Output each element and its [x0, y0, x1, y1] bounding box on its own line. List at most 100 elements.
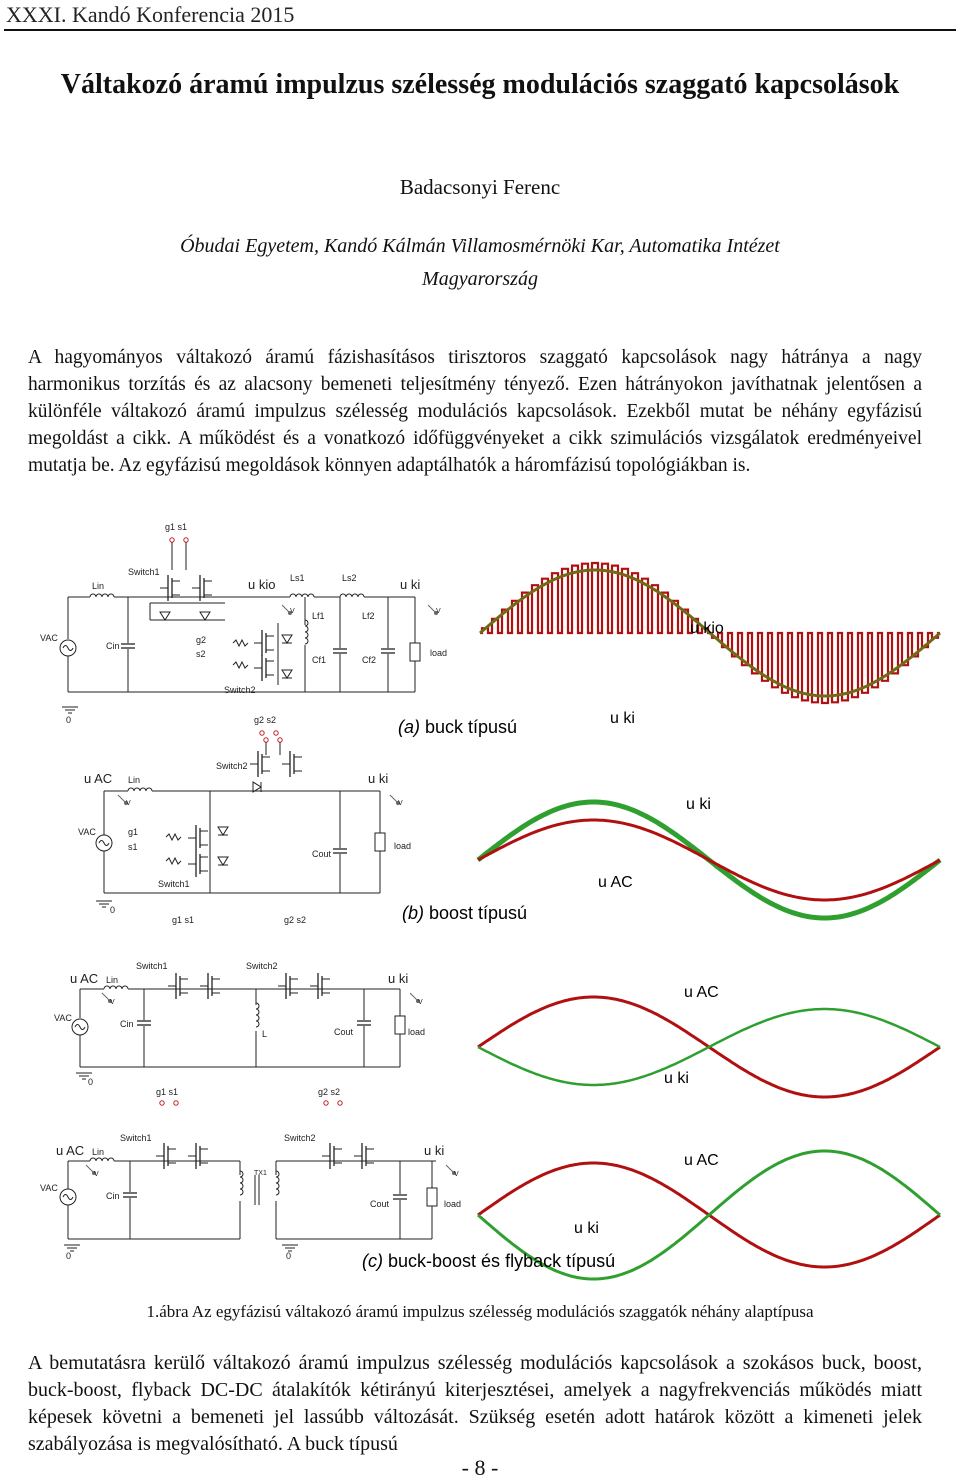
waveform-c1: u AC u ki: [477, 984, 941, 1099]
label-vac-c1: VAC: [54, 1013, 72, 1023]
author: Badacsonyi Ferenc: [399, 175, 561, 199]
label-uac-c2: u AC: [56, 1143, 84, 1158]
circuit-c1: u AC Lin Switch1 Switch2 u ki V V VAC Ci…: [54, 961, 425, 1106]
label-uac-wave-c2: u AC: [684, 1152, 719, 1169]
label-switch1-a: Switch1: [128, 567, 160, 577]
label-v1-b: V: [126, 800, 131, 807]
label-cf1: Cf1: [312, 655, 326, 665]
label-ls2: Ls2: [342, 573, 357, 583]
label-uki-c2: u ki: [424, 1143, 444, 1158]
circuit-b: u AC Lin Switch2 u ki V V VAC g1 s1 Cout…: [78, 737, 411, 925]
caption-c: (c) buck-boost és flyback típusú: [362, 1251, 615, 1271]
waveform-c2: u AC u ki (c) buck-boost és flyback típu…: [362, 1149, 941, 1281]
label-uki-wave-b: u ki: [686, 796, 711, 813]
label-switch1-c2: Switch1: [120, 1133, 152, 1143]
body-text: A bemutatásra kerülő váltakozó áramú imp…: [28, 1352, 922, 1455]
circuit-c2: u AC Lin Switch1 Switch2 u ki V V TX1 VA…: [40, 1133, 461, 1261]
label-switch2-b: Switch2: [216, 761, 248, 771]
affiliation-line-2: Magyarország: [422, 268, 538, 290]
label-ukio-wave: u kio: [690, 620, 724, 637]
label-s2-a: s2: [196, 649, 206, 659]
label-uac-c1: u AC: [70, 971, 98, 986]
label-uki-b: u ki: [368, 771, 388, 786]
label-g1s1-a: g1 s1: [165, 522, 187, 532]
label-gnd-b: 0: [110, 905, 115, 915]
figure-1: g1 s1 Switch1 Lin u kio Ls1 Ls2 u ki V V…: [0, 515, 960, 1315]
label-g2-a: g2: [196, 635, 206, 645]
waveform-a: u kio u ki (a) buck típusú: [398, 561, 941, 737]
label-vac-a: VAC: [40, 633, 58, 643]
circuit-a: g1 s1 Switch1 Lin u kio Ls1 Ls2 u ki V V…: [40, 522, 447, 736]
label-lf2: Lf2: [362, 611, 375, 621]
label-switch1-c1: Switch1: [136, 961, 168, 971]
label-tx1: TX1: [254, 1170, 267, 1177]
label-uki-wave-c2: u ki: [574, 1220, 599, 1237]
label-uki-c1: u ki: [388, 971, 408, 986]
label-gnd2-c2: 0: [286, 1251, 291, 1261]
label-cout-c2: Cout: [370, 1199, 390, 1209]
label-uac-wave-b: u AC: [598, 874, 633, 891]
label-switch2-a: Switch2: [224, 685, 256, 695]
caption-a: (a) buck típusú: [398, 717, 517, 737]
waveform-b: u ki u AC (b) boost típusú: [402, 796, 942, 923]
conference-header: XXXI. Kandó Konferencia 2015: [6, 2, 295, 27]
label-cf2: Cf2: [362, 655, 376, 665]
uki-trace-c2: [477, 1149, 941, 1281]
label-gnd1-c2: 0: [66, 1251, 71, 1261]
abstract: A hagyományos váltakozó áramú fázishasít…: [28, 347, 922, 476]
label-g2s2-b: g2 s2: [284, 915, 306, 925]
figure-caption: 1.ábra Az egyfázisú váltakozó áramú impu…: [146, 1302, 814, 1321]
label-vac-b: VAC: [78, 827, 96, 837]
label-lin-b: Lin: [128, 775, 140, 785]
caption-b: (b) boost típusú: [402, 903, 527, 923]
label-lin-a: Lin: [92, 581, 104, 591]
label-lin-c2: Lin: [92, 1147, 104, 1157]
label-cout-c1: Cout: [334, 1027, 354, 1037]
label-v2-c1: V: [418, 999, 423, 1006]
label-g2s2-c1: g2 s2: [318, 1087, 340, 1097]
label-load-c1: load: [408, 1027, 425, 1037]
label-uac-wave-c1: u AC: [684, 984, 719, 1001]
label-v2-b: V: [398, 800, 403, 807]
label-cout-b: Cout: [312, 849, 332, 859]
uac-trace-b: [477, 818, 941, 902]
header-rule: [4, 29, 956, 31]
paper-title: Váltakozó áramú impulzus szélesség modul…: [60, 69, 900, 100]
label-cin-c1: Cin: [120, 1019, 134, 1029]
label-v2-a: V: [436, 608, 441, 615]
label-switch2-c1: Switch2: [246, 961, 278, 971]
label-v1-a: V: [290, 608, 295, 615]
label-switch2-c2: Switch2: [284, 1133, 316, 1143]
label-v2-c2: V: [454, 1171, 459, 1178]
label-s1-b: s1: [128, 842, 138, 852]
figure-1-svg: g1 s1 Switch1 Lin u kio Ls1 Ls2 u ki V V…: [40, 522, 942, 1281]
uki-trace-c1: [477, 1007, 941, 1087]
label-l-c1: L: [262, 1029, 267, 1039]
affiliation-line-1: Óbudai Egyetem, Kandó Kálmán Villamosmér…: [180, 235, 780, 257]
label-gnd-a: 0: [66, 715, 71, 725]
label-ukio-a: u kio: [248, 577, 275, 592]
affiliation: Óbudai Egyetem, Kandó Kálmán Villamosmér…: [0, 230, 960, 296]
label-vac-c2: VAC: [40, 1183, 58, 1193]
label-uac-b: u AC: [84, 771, 112, 786]
label-load-b: load: [394, 841, 411, 851]
label-uki-a: u ki: [400, 577, 420, 592]
label-lf1: Lf1: [312, 611, 325, 621]
label-load-c2: load: [444, 1199, 461, 1209]
label-v1-c1: V: [110, 999, 115, 1006]
label-g1s1-b: g1 s1: [172, 915, 194, 925]
label-cin-c2: Cin: [106, 1191, 120, 1201]
label-switch1-b: Switch1: [158, 879, 190, 889]
label-uki-wave-c1: u ki: [664, 1070, 689, 1087]
label-load-a: load: [430, 648, 447, 658]
label-g1-b: g1: [128, 827, 138, 837]
label-ls1: Ls1: [290, 573, 305, 583]
label-lin-c1: Lin: [106, 975, 118, 985]
page-number: - 8 -: [461, 1455, 499, 1480]
label-uki-wave-a: u ki: [610, 710, 635, 727]
label-g1s1-c1: g1 s1: [156, 1087, 178, 1097]
label-v1-c2: V: [94, 1171, 99, 1178]
page-header: XXXI. Kandó Konferencia 2015: [0, 0, 960, 31]
label-g2s2-a: g2 s2: [254, 715, 276, 725]
label-cin-a: Cin: [106, 641, 120, 651]
